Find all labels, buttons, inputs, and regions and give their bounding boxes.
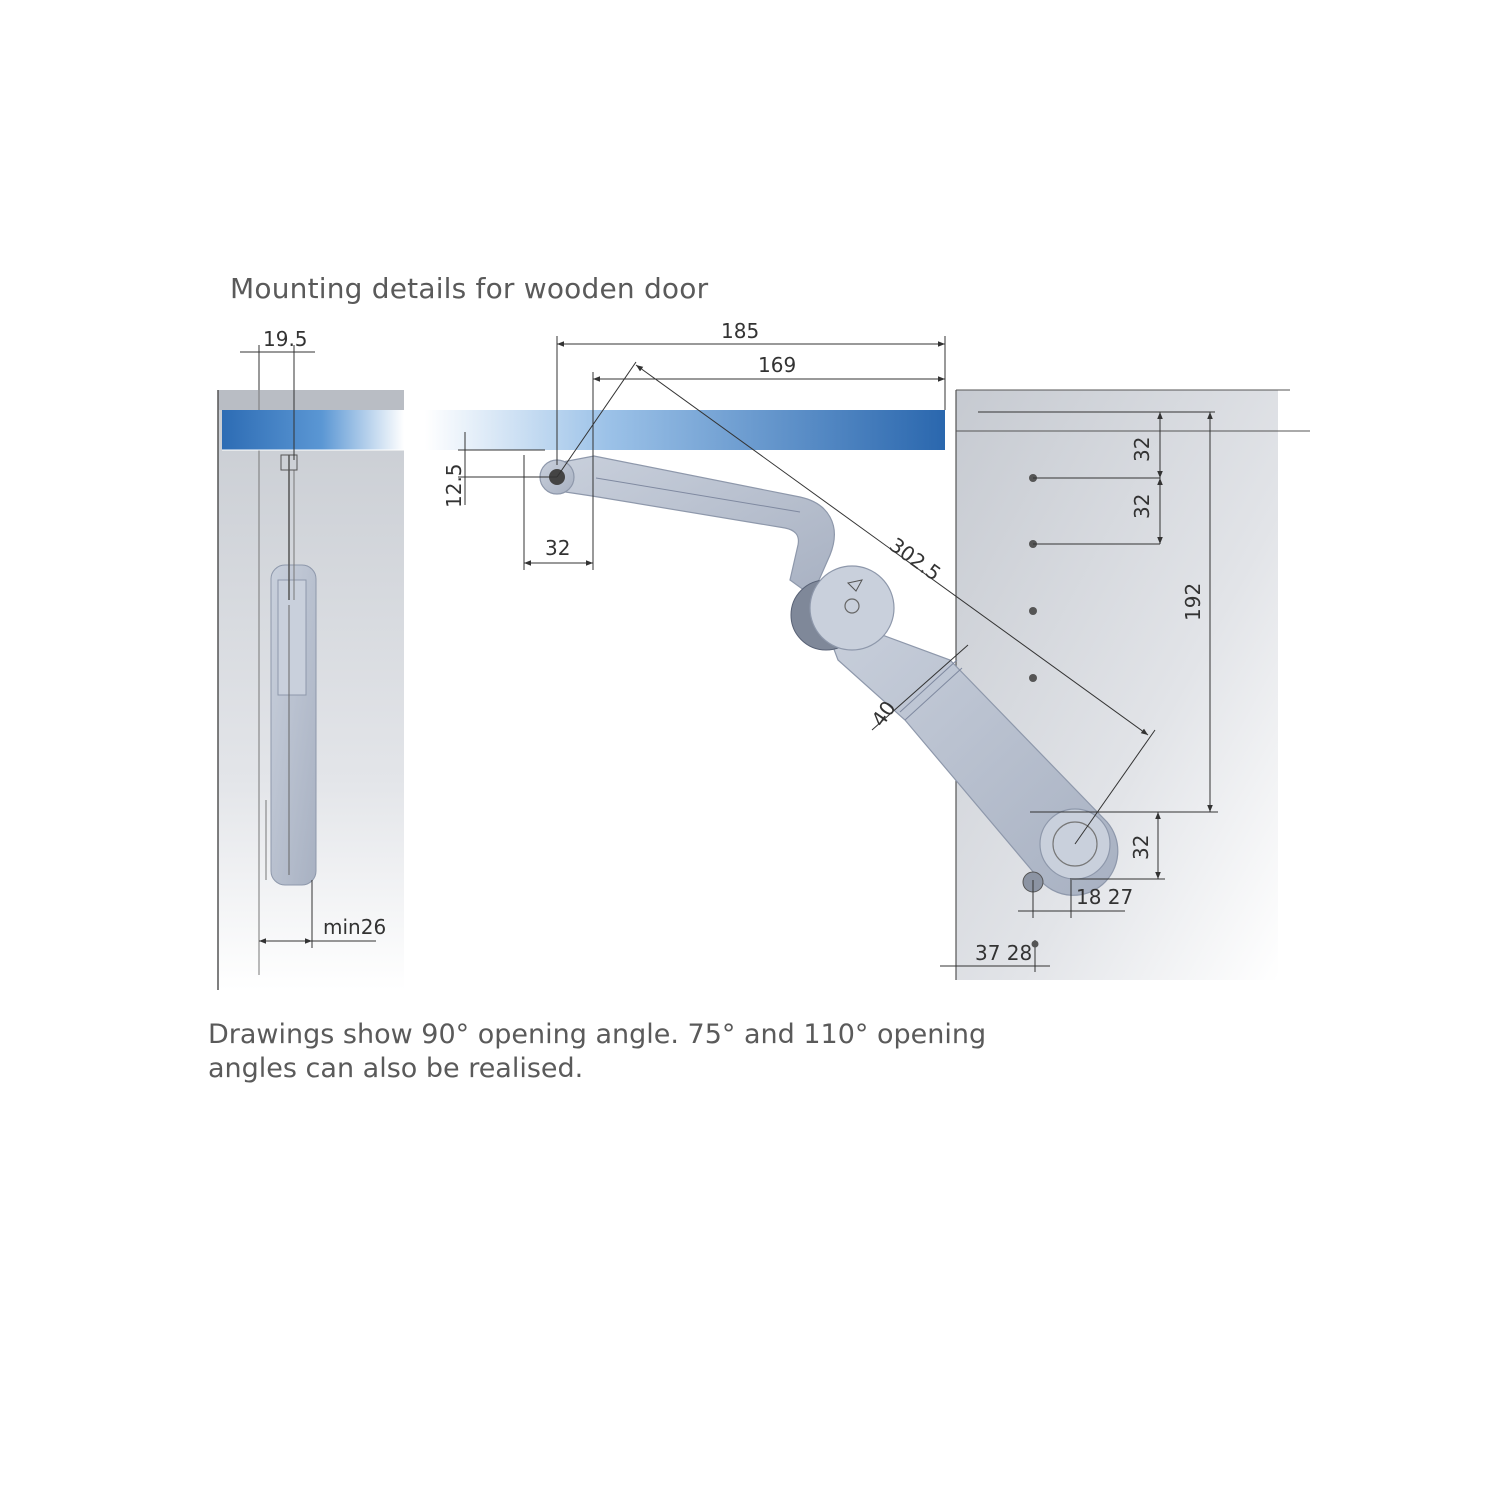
dim-37-28-label: 37 28 — [975, 941, 1032, 965]
dim-18-27-label: 18 27 — [1076, 885, 1133, 909]
dim-40-line — [871, 644, 969, 731]
note-line-2: angles can also be realised. — [208, 1053, 584, 1084]
mounting-hole-3 — [1029, 607, 1037, 615]
dim-min26-label: min26 — [323, 915, 386, 939]
dim-169-label: 169 — [758, 353, 796, 377]
door-panel-side — [222, 410, 404, 450]
dim-185-label: 185 — [721, 319, 759, 343]
hinge-lower-pivot — [1052, 821, 1098, 867]
dim-19-5-label: 19.5 — [263, 327, 308, 351]
dim-302-5-line — [635, 364, 1149, 736]
mounting-hole-4 — [1029, 674, 1037, 682]
hinge-side-clip — [280, 454, 298, 471]
note-line-1: Drawings show 90° opening angle. 75° and… — [208, 1019, 987, 1050]
dim-32b-label: 32 — [1130, 494, 1154, 519]
opening-angle-note: Drawings show 90° opening angle. 75° and… — [208, 1018, 1008, 1086]
hinge-side-upper — [277, 579, 307, 696]
dim-32c-label: 32 — [1129, 835, 1153, 860]
dim-302-5-label: 302.5 — [885, 533, 945, 586]
side-wall-top-edge — [218, 390, 404, 410]
dim-192-label: 192 — [1181, 583, 1205, 621]
hinge-upper-arm — [551, 455, 835, 597]
front-view: 185 169 12.5 32 302.5 40 32 32 192 3 — [425, 319, 1310, 980]
side-view: 19.5 min26 — [217, 327, 404, 990]
dim-12-5-label: 12.5 — [442, 463, 466, 508]
dim-302-5-ext-top — [556, 361, 637, 478]
dim-32a-label: 32 — [1130, 437, 1154, 462]
door-panel-open — [425, 410, 945, 450]
drawing-title: Mounting details for wooden door — [230, 272, 709, 305]
dim-37-28-hole — [1031, 940, 1039, 948]
tension-adjuster — [809, 565, 895, 651]
dim-32h-label: 32 — [545, 536, 570, 560]
dim-302-5-ext-bottom — [1074, 729, 1156, 845]
